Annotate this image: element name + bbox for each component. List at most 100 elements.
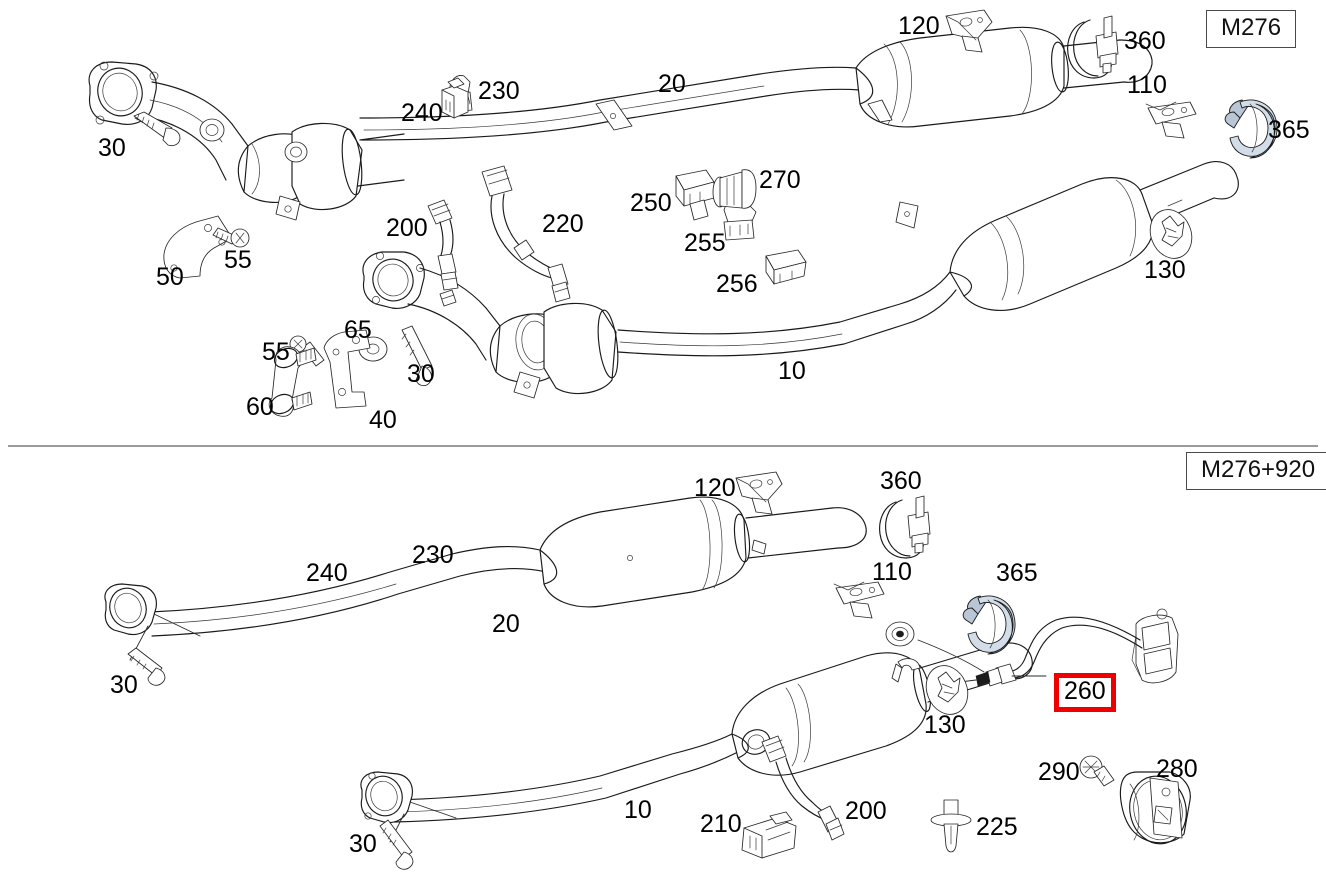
lower-panel-artwork (104, 471, 1191, 870)
part-130-rubber-ring-upper (1149, 209, 1193, 259)
callout-30: 30 (407, 360, 435, 388)
leader-sensor-boss (917, 639, 985, 673)
callout-40: 40 (369, 406, 397, 434)
callout-365: 365 (996, 559, 1038, 587)
callout-10: 10 (778, 357, 806, 385)
part-360-clamp-upper (1067, 15, 1119, 79)
panel-tag-upper: M276 (1206, 10, 1297, 48)
sensor-boss-second-pipe (439, 289, 457, 307)
sensor-boss-lower-muffler (885, 621, 915, 647)
callout-120: 120 (694, 474, 736, 502)
part-upper-muffler-tab (751, 539, 767, 555)
part-front-downpipe-left (88, 61, 405, 221)
callout-225: 225 (976, 813, 1018, 841)
sensor-boss-upper-left (199, 118, 225, 142)
part-10-front-pipe-lower (617, 271, 957, 357)
part-55-bolt-upper (212, 227, 250, 248)
part-200-oxygen-sensor-lower (761, 735, 845, 841)
part-lower-pipe-hanger-upper-panel (895, 201, 919, 229)
callout-30: 30 (349, 830, 377, 858)
callout-60: 60 (246, 393, 274, 421)
callout-250: 250 (630, 189, 672, 217)
callout-360: 360 (1124, 27, 1166, 55)
callout-280: 280 (1156, 755, 1198, 783)
part-30-bolt-lower-left (401, 325, 433, 387)
sensor-boss-cat-upper (284, 141, 308, 163)
part-130-rubber-ring-lower (925, 665, 969, 715)
callout-30: 30 (98, 134, 126, 162)
part-360-clamp-lower (879, 495, 931, 559)
part-10-pipe-lower-panel (391, 733, 739, 823)
part-210-connector-housing (741, 811, 797, 859)
callout-55: 55 (224, 246, 252, 274)
callout-200: 200 (845, 797, 887, 825)
part-upper-cat-tab (867, 99, 893, 123)
panel-divider (8, 445, 1318, 447)
callout-10: 10 (624, 796, 652, 824)
part-240-clip (441, 77, 469, 119)
part-20-flange-lower (104, 583, 201, 661)
part-upper-lower-tailpipe (1139, 161, 1239, 225)
callout-230: 230 (478, 77, 520, 105)
callout-120: 120 (898, 12, 940, 40)
part-20-pipe-lower-panel (149, 545, 547, 637)
part-120-bracket-lower (735, 471, 783, 515)
part-365-clamp-lower (962, 595, 1016, 655)
callout-240: 240 (401, 99, 443, 127)
part-256-clip (765, 249, 807, 285)
callout-130: 130 (1144, 256, 1186, 284)
part-30-bolt-upper-left (133, 111, 181, 147)
part-upper-muffler-tailpipe (745, 507, 867, 559)
callout-200: 200 (386, 214, 428, 242)
part-290-bolt (1079, 755, 1115, 787)
part-lower-catalyst-body-upper-panel (949, 177, 1154, 311)
callout-130: 130 (924, 711, 966, 739)
part-260-pressure-sensor (959, 608, 1179, 687)
part-upper-catalyst-body (855, 26, 1069, 128)
callout-270: 270 (759, 166, 801, 194)
callout-50: 50 (156, 263, 184, 291)
part-20-front-pipe-upper (359, 66, 861, 141)
part-110-bracket-upper (1145, 101, 1197, 139)
part-40-bracket (323, 329, 371, 409)
callout-260-highlighted: 260 (1054, 673, 1116, 712)
callout-240: 240 (306, 559, 348, 587)
panel-tag-lower: M276+920 (1186, 452, 1326, 490)
part-225-expanding-rivet (930, 799, 972, 853)
part-lower-muffler-hook (891, 658, 921, 683)
part-120-bracket-upper (945, 9, 993, 53)
part-200-oxygen-sensor-upper (427, 199, 459, 291)
callout-20: 20 (492, 610, 520, 638)
part-upper-pipe-hanger (595, 99, 633, 131)
part-lower-muffler-lower-panel (731, 652, 932, 776)
upper-panel-artwork (88, 9, 1278, 417)
part-30-bolt-lower-lower (379, 819, 414, 870)
callout-255: 255 (684, 229, 726, 257)
callout-210: 210 (700, 810, 742, 838)
callout-110: 110 (1127, 71, 1167, 99)
callout-256: 256 (716, 270, 758, 298)
callout-365: 365 (1268, 116, 1310, 144)
part-second-downpipe-and-cat (362, 251, 619, 399)
part-upper-muffler-lower-panel (539, 496, 751, 608)
part-220-oxygen-sensor (481, 165, 571, 303)
part-30-bolt-lower-upper (127, 647, 166, 686)
part-110-bracket-lower (833, 581, 885, 619)
leader-lines (917, 639, 1047, 677)
callout-110: 110 (872, 558, 912, 586)
callout-360: 360 (880, 467, 922, 495)
part-365-clamp-upper (1224, 99, 1278, 159)
callout-65: 65 (344, 316, 372, 344)
part-250-clip (675, 169, 715, 221)
part-270-bolt (712, 169, 757, 209)
callout-55: 55 (262, 338, 290, 366)
callout-220: 220 (542, 210, 584, 238)
part-280-clamp (1119, 771, 1191, 845)
callout-290: 290 (1038, 758, 1080, 786)
callout-230: 230 (412, 541, 454, 569)
part-10-flange-lower (360, 771, 457, 843)
callout-20: 20 (658, 70, 686, 98)
callout-30: 30 (110, 671, 138, 699)
